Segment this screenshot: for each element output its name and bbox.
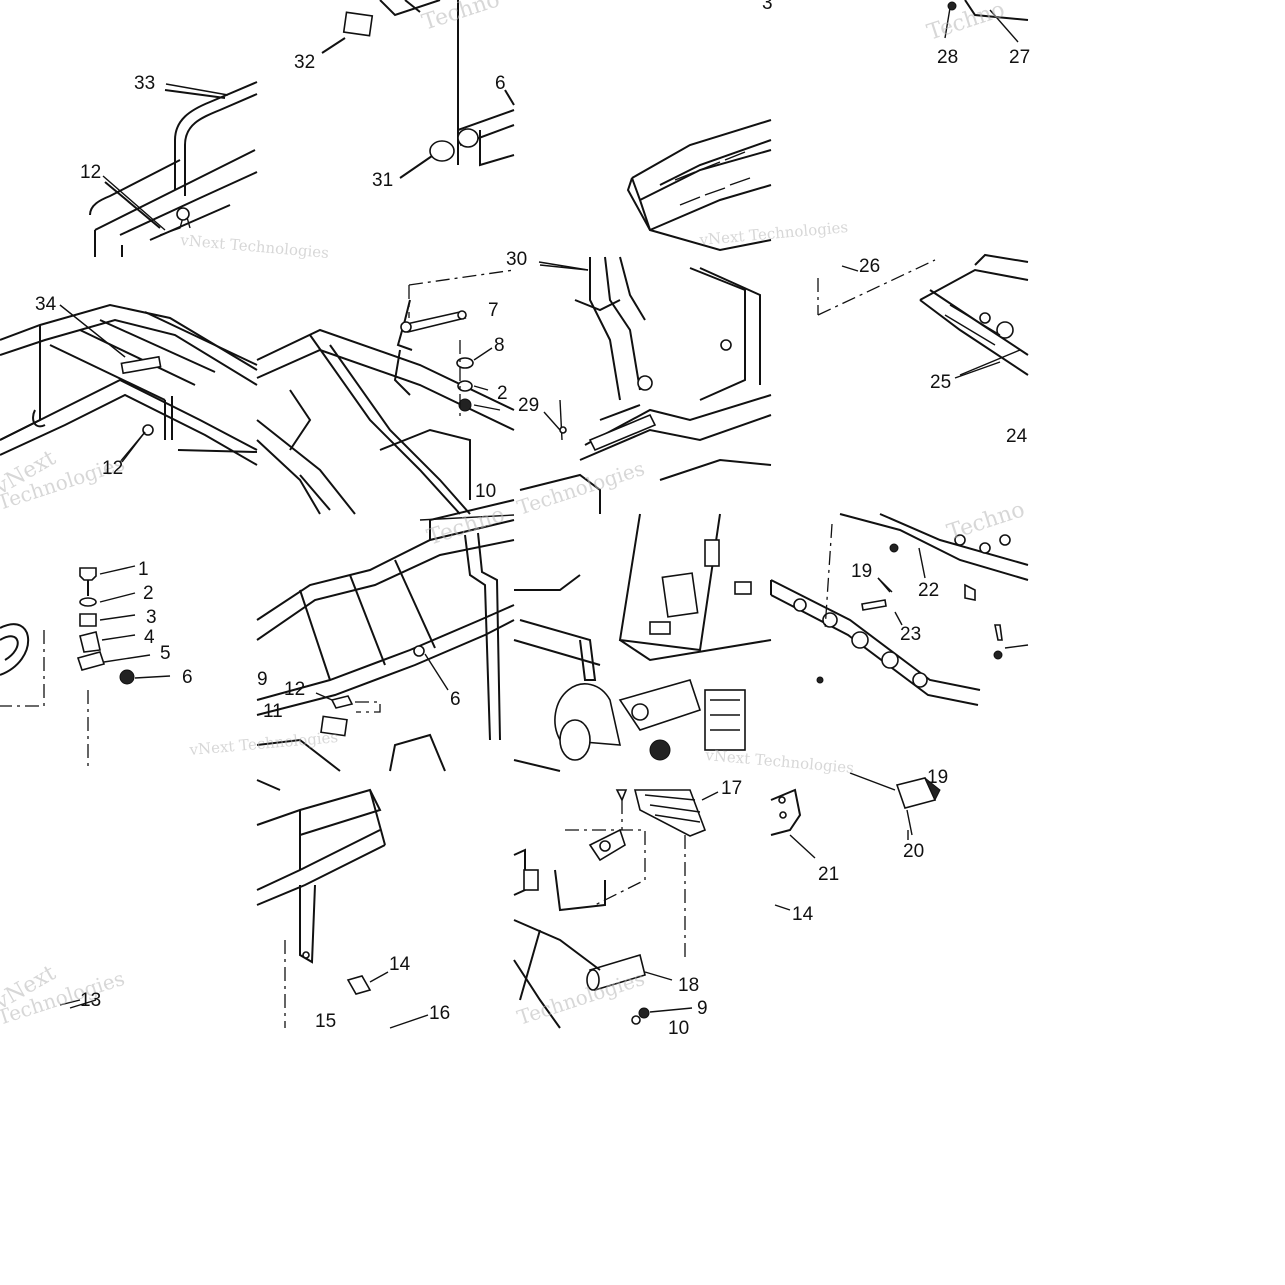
callout-label: 8 bbox=[494, 335, 505, 356]
callout-label: 33 bbox=[134, 73, 155, 94]
footpeg-tile-15 bbox=[513, 789, 719, 1029]
rack-tile-10 bbox=[256, 499, 515, 772]
callout-label: 24 bbox=[1006, 426, 1028, 447]
callout-label: 12 bbox=[80, 162, 101, 183]
callout-label: 18 bbox=[678, 975, 699, 996]
callout-label: 13 bbox=[80, 990, 101, 1011]
callout-label: 6 bbox=[182, 667, 193, 688]
callout-label: 30 bbox=[506, 249, 527, 270]
callout-label: 29 bbox=[518, 395, 539, 416]
callout-label: 2 bbox=[143, 583, 154, 604]
callout-label: 3 bbox=[762, 0, 773, 14]
callout-label: 32 bbox=[294, 52, 315, 73]
footrest-tile-3 bbox=[626, 119, 772, 252]
watermark-text: Technologies bbox=[514, 456, 647, 520]
body-panel-tile-7 bbox=[519, 256, 772, 514]
rack-leg-tile-14 bbox=[256, 779, 429, 1029]
callout-label: 16 bbox=[429, 1003, 450, 1024]
engine-tile-11 bbox=[513, 513, 772, 772]
leader-lines bbox=[59, 83, 1001, 1009]
footwell-tile-12 bbox=[770, 513, 1029, 706]
watermark-text: vNext Technologies bbox=[704, 746, 855, 777]
rear-rack-tile-1 bbox=[89, 81, 258, 257]
watermark-text: Techno bbox=[419, 0, 503, 36]
callout-label: 4 bbox=[144, 627, 155, 648]
callout-label: 6 bbox=[450, 689, 461, 710]
callout-label: 3 bbox=[146, 607, 157, 628]
watermark-text: vNext Technologies bbox=[698, 218, 849, 249]
callout-label: 9 bbox=[257, 669, 268, 690]
callout-label: 25 bbox=[930, 372, 951, 393]
watermark-text: Technologies bbox=[514, 966, 647, 1030]
frame-tile-6 bbox=[256, 269, 515, 515]
callout-labels: 33 32 3 28 27 6 31 12 26 25 24 34 7 8 2 … bbox=[35, 0, 1030, 1039]
callout-label: 10 bbox=[475, 481, 496, 502]
callout-label: 19 bbox=[851, 561, 872, 582]
footwell-tile-8 bbox=[817, 253, 1029, 376]
callout-label: 17 bbox=[721, 778, 742, 799]
callout-label: 28 bbox=[937, 47, 958, 68]
callout-label: 6 bbox=[495, 73, 506, 94]
tile-16 bbox=[770, 772, 941, 911]
callout-label: 31 bbox=[372, 170, 393, 191]
callout-label: 11 bbox=[263, 701, 283, 722]
callout-label: 7 bbox=[488, 300, 499, 321]
watermark-text: vNext Technologies bbox=[179, 231, 330, 262]
callout-label: 5 bbox=[160, 643, 171, 664]
front-rack-tile-5 bbox=[0, 303, 258, 466]
callout-label: 19 bbox=[927, 767, 948, 788]
callout-label: 12 bbox=[102, 458, 123, 479]
callout-label: 23 bbox=[900, 624, 921, 645]
callout-label: 22 bbox=[918, 580, 939, 601]
callout-label: 34 bbox=[35, 294, 57, 315]
callout-label: 20 bbox=[903, 841, 924, 862]
callout-label: 9 bbox=[697, 998, 708, 1019]
callout-label: 26 bbox=[859, 256, 880, 277]
callout-label: 10 bbox=[668, 1018, 689, 1039]
callout-label: 12 bbox=[284, 679, 305, 700]
watermark-text: Technologies bbox=[0, 966, 127, 1030]
decal-tile-2 bbox=[321, 0, 515, 179]
watermark-text: Techno bbox=[944, 497, 1028, 545]
bracket-tile-4 bbox=[944, 0, 1029, 43]
watermark-text: Techno bbox=[924, 0, 1008, 46]
callout-label: 27 bbox=[1009, 47, 1030, 68]
mount-hardware-tile-9 bbox=[0, 565, 171, 771]
callout-label: 14 bbox=[389, 954, 411, 975]
tile-13 bbox=[59, 999, 81, 1006]
callout-label: 2 bbox=[497, 383, 508, 404]
callout-label: 14 bbox=[792, 904, 814, 925]
watermark-text: vNext Technologies bbox=[188, 728, 339, 759]
callout-label: 21 bbox=[818, 864, 839, 885]
callout-label: 1 bbox=[138, 559, 149, 580]
callout-label: 15 bbox=[315, 1011, 336, 1032]
